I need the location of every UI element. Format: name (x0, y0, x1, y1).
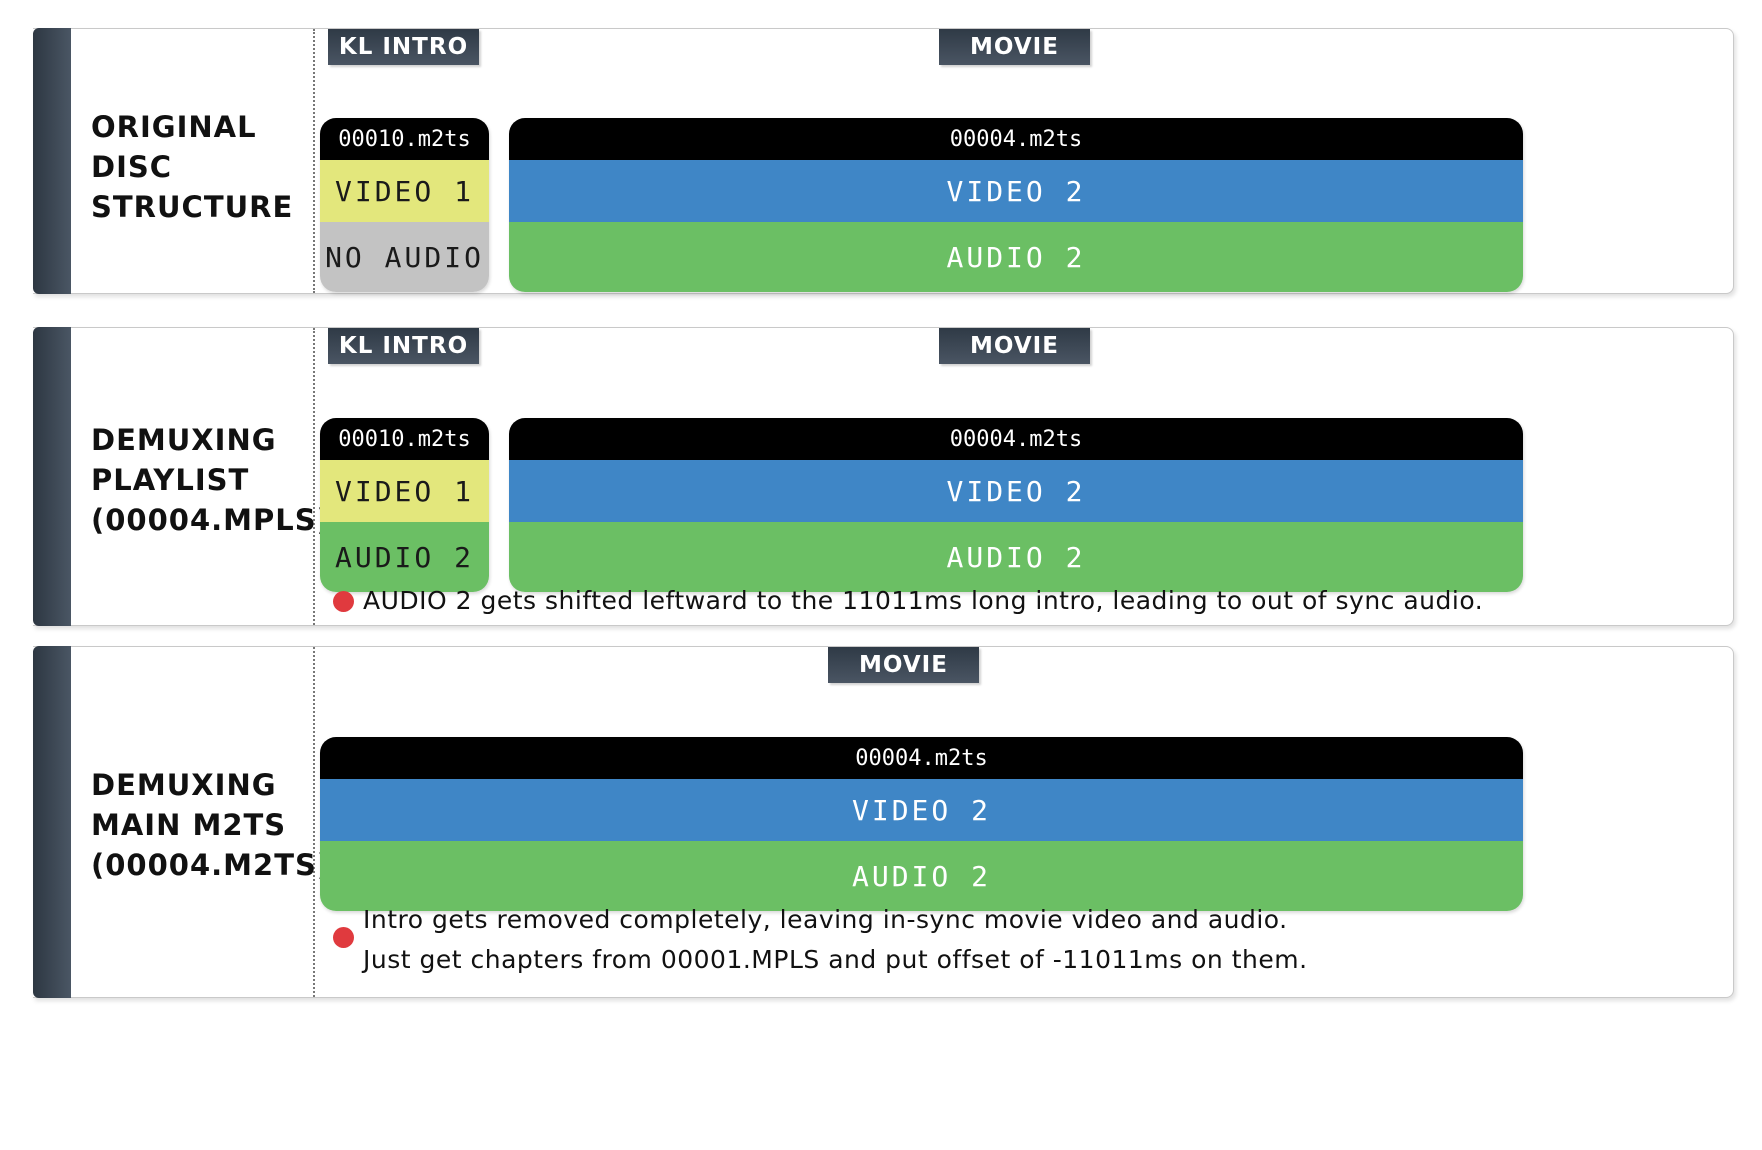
panel-label-line: DEMUXING (91, 423, 277, 457)
panel-side-bar (33, 327, 71, 626)
panel-label-line: PLAYLIST (91, 463, 250, 497)
video-track: VIDEO 1 (320, 460, 489, 522)
panel-label: DEMUXING MAIN M2TS (00004.M2TS) (91, 765, 331, 885)
panel-label-line: STRUCTURE (91, 190, 294, 224)
panel-demuxing-playlist: DEMUXING PLAYLIST (00004.MPLS) KL INTRO … (33, 327, 1734, 626)
file-name: 00004.m2ts (509, 118, 1523, 160)
panel-label-line: (00004.MPLS) (91, 503, 331, 537)
file-name: 00010.m2ts (320, 118, 489, 160)
note-line: AUDIO 2 gets shifted leftward to the 110… (363, 586, 1484, 615)
panel-side-bar (33, 646, 71, 998)
panel-label-line: (00004.M2TS) (91, 848, 332, 882)
file-name: 00004.m2ts (509, 418, 1523, 460)
file-name: 00010.m2ts (320, 418, 489, 460)
note-line: Intro gets removed completely, leaving i… (363, 905, 1288, 934)
note-text: Intro gets removed completely, leaving i… (363, 900, 1308, 980)
file-name: 00004.m2ts (320, 737, 1523, 779)
panel-divider (313, 29, 315, 293)
tab-kl-intro: KL INTRO (328, 29, 479, 65)
panel-label-line: DISC (91, 150, 173, 184)
note-text: AUDIO 2 gets shifted leftward to the 110… (363, 581, 1483, 621)
panel-divider (313, 328, 315, 625)
audio-track: AUDIO 2 (320, 841, 1523, 911)
tab-movie: MOVIE (939, 29, 1090, 65)
tab-movie: MOVIE (939, 328, 1090, 364)
tab-kl-intro: KL INTRO (328, 328, 479, 364)
panel-demuxing-main-m2ts: DEMUXING MAIN M2TS (00004.M2TS) MOVIE 00… (33, 646, 1734, 998)
movie-file-block: 00004.m2ts VIDEO 2 AUDIO 2 (509, 118, 1523, 292)
movie-file-block: 00004.m2ts VIDEO 2 AUDIO 2 (320, 737, 1523, 911)
audio-track: AUDIO 2 (320, 522, 489, 592)
panel-divider (313, 647, 315, 997)
note-line: Just get chapters from 00001.MPLS and pu… (363, 945, 1308, 974)
tab-movie: MOVIE (828, 647, 979, 683)
panel-label: ORIGINAL DISC STRUCTURE (91, 107, 293, 227)
audio-track: NO AUDIO (320, 222, 489, 292)
panel-label: DEMUXING PLAYLIST (00004.MPLS) (91, 420, 331, 540)
video-track: VIDEO 2 (509, 460, 1523, 522)
movie-file-block: 00004.m2ts VIDEO 2 AUDIO 2 (509, 418, 1523, 592)
panel-side-bar (33, 28, 71, 294)
video-track: VIDEO 1 (320, 160, 489, 222)
video-track: VIDEO 2 (320, 779, 1523, 841)
bullet-dot (333, 591, 354, 612)
panel-original-disc-structure: ORIGINAL DISC STRUCTURE KL INTRO MOVIE 0… (33, 28, 1734, 294)
panel-label-line: DEMUXING (91, 768, 277, 802)
audio-track: AUDIO 2 (509, 222, 1523, 292)
video-track: VIDEO 2 (509, 160, 1523, 222)
intro-file-block: 00010.m2ts VIDEO 1 AUDIO 2 (320, 418, 489, 592)
audio-track: AUDIO 2 (509, 522, 1523, 592)
bullet-dot (333, 927, 354, 948)
panel-label-line: MAIN M2TS (91, 808, 287, 842)
panel-label-line: ORIGINAL (91, 110, 257, 144)
intro-file-block: 00010.m2ts VIDEO 1 NO AUDIO (320, 118, 489, 292)
